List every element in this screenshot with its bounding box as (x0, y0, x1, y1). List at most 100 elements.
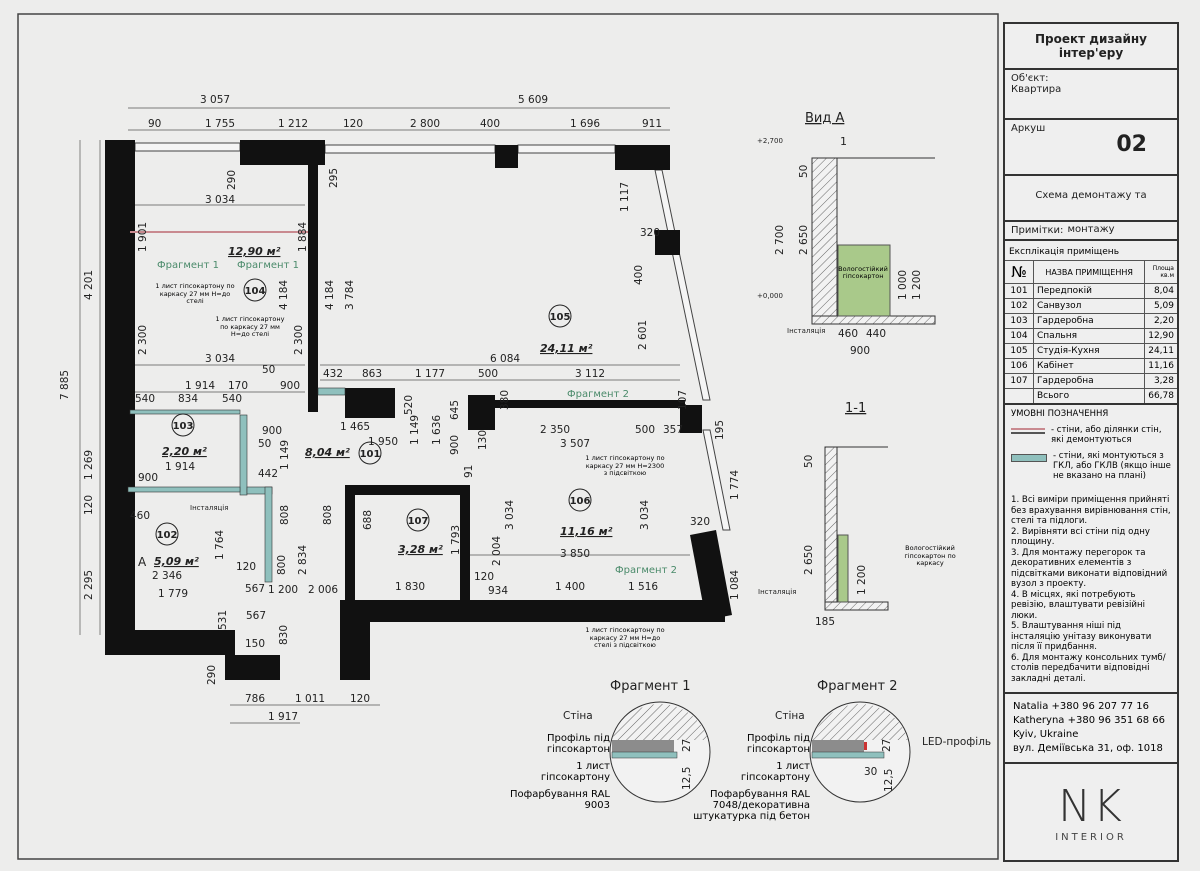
room-number-circle (243, 278, 267, 302)
dimension-label: 3 034 (639, 500, 651, 530)
label: 1 лист гіпсокартону по каркасу 27 мм H=2… (585, 455, 665, 477)
label: 2 650 (798, 225, 810, 255)
label: Стіна (563, 710, 593, 722)
dimension-label: 1 914 (185, 380, 215, 392)
label: 2. Вирівняти всі стіни під одну площину. (1011, 526, 1150, 548)
fragment-1-detail: Фрагмент 1 Стіна Профіль під гіпсокартон… (510, 679, 711, 811)
dimension-label: 1 774 (729, 470, 741, 500)
label: 102 (1005, 298, 1034, 314)
dimension-label: 6 084 (490, 353, 520, 365)
room-area: 5,09 м² (154, 555, 199, 568)
room-number: 101 (360, 449, 381, 460)
dimension-label: 380 (499, 390, 511, 410)
label: 1 лист гіпсокартону по каркасу 27 мм H=д… (585, 627, 665, 649)
view-a-mark: А (138, 555, 147, 569)
installation-label: Інсталяція (758, 588, 796, 596)
dimension-label: 3 057 (200, 94, 230, 106)
label: 12,5 (681, 767, 693, 790)
label: Пофарбування RAL 7048/декоративна штукат… (693, 789, 810, 822)
section-title: 1-1 (845, 401, 866, 416)
dimension-label: 7 885 (59, 370, 71, 400)
new-walls (127, 387, 346, 583)
dimension-label: 1 084 (729, 570, 741, 600)
installation-panel (837, 534, 849, 603)
dimension-label: 91 (463, 465, 475, 478)
dimension-label: 90 (148, 118, 161, 130)
dimension-label: 1 696 (570, 118, 600, 130)
dimension-label: 1 400 (555, 581, 585, 593)
dimension-label: 1 950 (368, 436, 398, 448)
dimension-label: 2 800 (410, 118, 440, 130)
dimension-label: 830 (278, 625, 290, 645)
installation-label: Інсталяція (190, 504, 228, 512)
dimension-label: 500 (635, 424, 655, 436)
dimension-label: 688 (362, 510, 374, 530)
dimension-label: 170 (228, 380, 248, 392)
installation-panel (837, 244, 891, 317)
callout-note: 1 лист гіпсокартону по каркасу 27 мм H=д… (155, 283, 234, 305)
title-block: Проект дизайну інтер'еру Об'єкт: Квартир… (1003, 22, 1179, 862)
sheet-name: Схема демонтажу та монтажу (1005, 176, 1177, 235)
room-number: 105 (550, 312, 571, 323)
label: 6. Для монтажу консольних тумб/столів пе… (1011, 652, 1166, 684)
label: Площа кв.м (1144, 260, 1177, 284)
dimension-label: 2 006 (308, 584, 338, 596)
logo-text: INTERIOR (1055, 832, 1127, 843)
callout-note: 1 лист гіпсокартону по каркасу 27 мм H=д… (216, 316, 285, 338)
dimension-label: 2 350 (540, 424, 570, 436)
dimension-lines (79, 107, 690, 724)
dimension-label: 1 269 (83, 450, 95, 480)
dimension-label: 4 184 (278, 280, 290, 310)
dimension-label: 5 609 (518, 94, 548, 106)
dimension-label: 50 (258, 438, 271, 450)
label: 5,09 (1144, 298, 1177, 314)
label: 1 лист гіпсокартону (540, 761, 610, 783)
label: Квартира (1011, 84, 1062, 95)
label: 460 (838, 328, 858, 340)
label: 24,11 (1144, 343, 1177, 359)
label: вул. Деміївська 31, оф. 1018 (1013, 743, 1163, 754)
dimension-label: 1 212 (278, 118, 308, 130)
label: Стіна (775, 710, 805, 722)
room-area: 3,28 м² (398, 543, 443, 556)
sheet-number-field: Аркуш 02 (1005, 120, 1177, 176)
label: 3,28 (1144, 373, 1177, 389)
dimension-label: 911 (642, 118, 662, 130)
label: 11,16 (1144, 358, 1177, 374)
dimension-label: 1 917 (268, 711, 298, 723)
dimension-label: 1 465 (340, 421, 370, 433)
label: 27 (881, 739, 893, 752)
level-mark: +2,700 (757, 137, 783, 145)
dimension-label: 3 112 (575, 368, 605, 380)
label: 103 (1005, 313, 1034, 329)
dimension-label: 400 (480, 118, 500, 130)
room-number: 103 (173, 421, 194, 432)
dimension-label: 1 177 (415, 368, 445, 380)
dimension-label: 4 201 (83, 270, 95, 300)
dimension-label: 900 (138, 472, 158, 484)
room-area: 11,16 м² (560, 525, 613, 538)
callout-note: 1 лист гіпсокартону по каркасу 27 мм H=д… (585, 627, 665, 649)
dimension-label: 1 793 (450, 525, 462, 555)
fragment-mark: Фрагмент 1 (237, 260, 299, 271)
label: Вологостійкий гіпсокартон (838, 266, 888, 280)
label: 5. Влаштування ніші під інсталяцію уніта… (1011, 621, 1152, 652)
section-mark: 1 (840, 135, 847, 148)
room-number-circle (568, 488, 592, 512)
dimension-label: 2 300 (293, 325, 305, 355)
dimension-label: 800 (276, 555, 288, 575)
dimension-label: 357 (663, 424, 683, 436)
label: Спальня (1033, 328, 1145, 344)
dimension-label: 4 184 (324, 280, 336, 310)
explication-title: Експлікація приміщень (1009, 247, 1119, 257)
label: 440 (866, 328, 886, 340)
dimension-label: 645 (449, 400, 461, 420)
label: Kyiv, Ukraine (1013, 729, 1079, 740)
dimension-label: 432 (323, 368, 343, 380)
fragment-mark: Фрагмент 2 (615, 565, 677, 576)
dimension-label: 834 (178, 393, 198, 405)
